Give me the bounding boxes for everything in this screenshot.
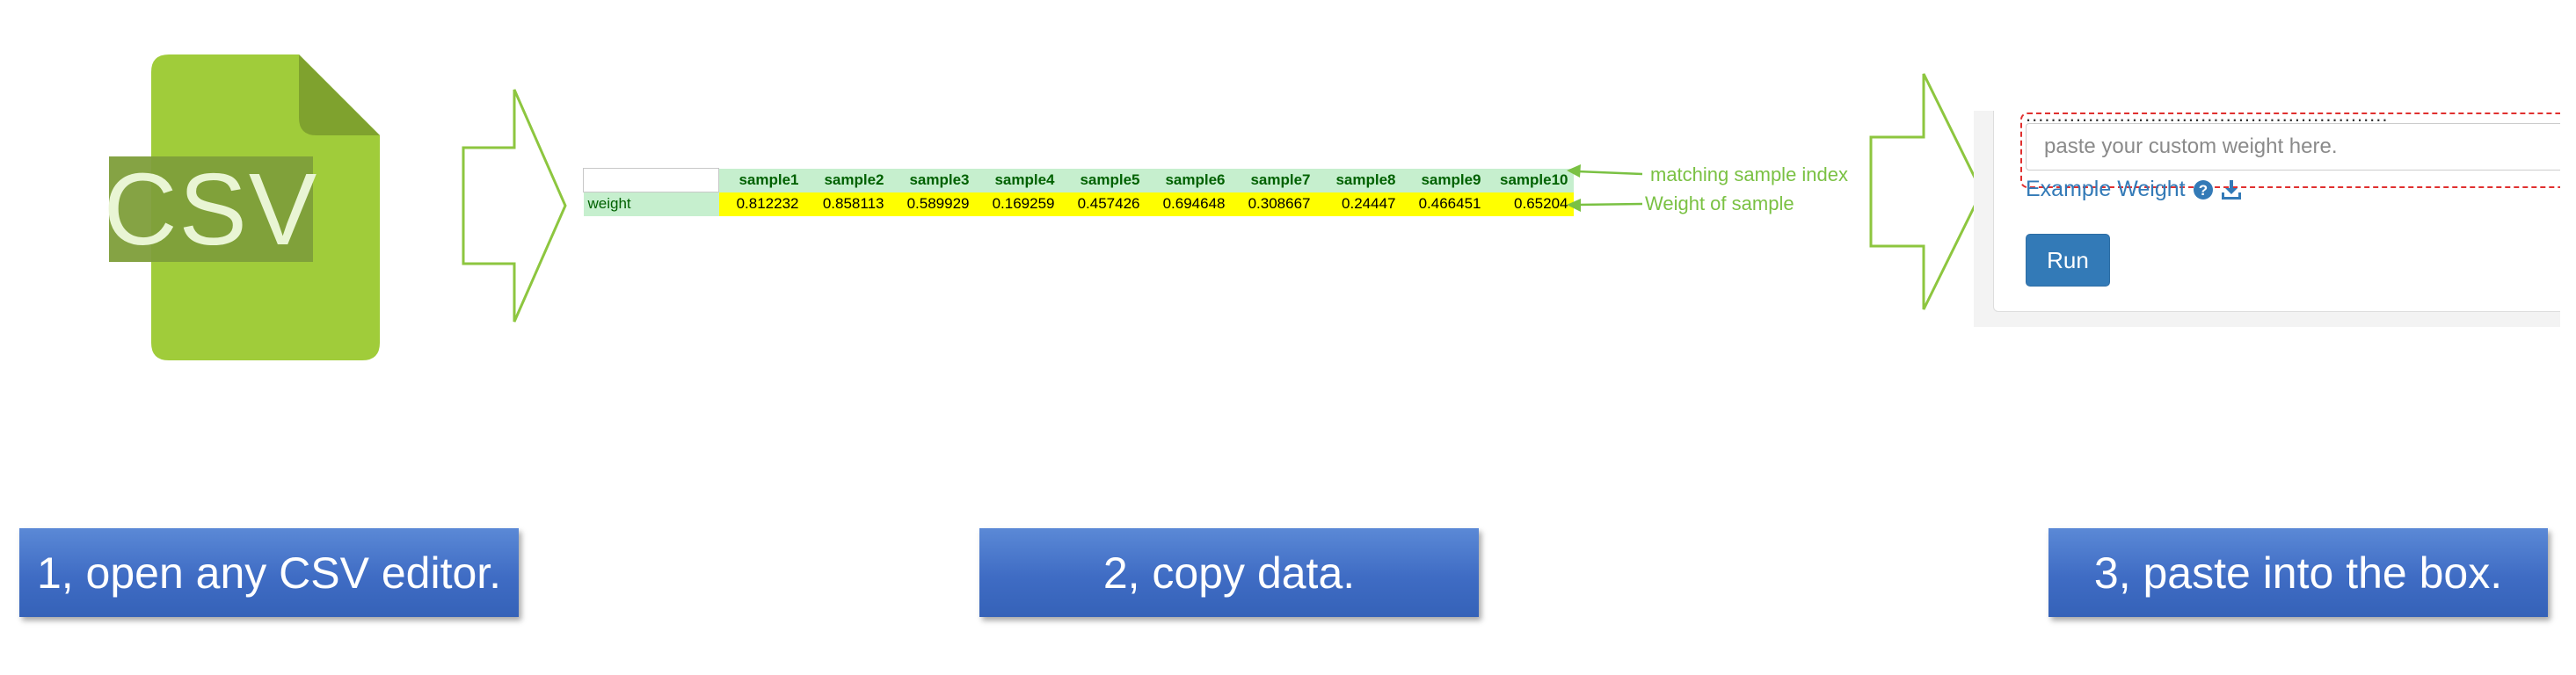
weight-cell: 0.858113 bbox=[804, 192, 890, 216]
annotation-weight: Weight of sample bbox=[1645, 192, 1794, 214]
step-2-banner: 2, copy data. bbox=[979, 528, 1479, 617]
column-header: sample4 bbox=[974, 168, 1060, 192]
column-header: sample5 bbox=[1059, 168, 1146, 192]
column-header: sample2 bbox=[804, 168, 890, 192]
form-panel: ........................................… bbox=[1993, 111, 2560, 312]
column-header: sample9 bbox=[1401, 168, 1487, 192]
arrow-right-icon bbox=[1869, 73, 1983, 310]
weight-cell: 0.169259 bbox=[974, 192, 1060, 216]
annotation-matching-index: matching sample index bbox=[1650, 163, 1849, 185]
corner-cell bbox=[583, 168, 719, 192]
svg-text:?: ? bbox=[2198, 182, 2207, 199]
download-icon[interactable] bbox=[2221, 179, 2242, 200]
row-label: weight bbox=[583, 192, 719, 216]
cropped-text: ........................................… bbox=[2026, 111, 2389, 126]
weight-cell: 0.65204 bbox=[1486, 192, 1574, 216]
weight-cell: 0.24447 bbox=[1315, 192, 1401, 216]
column-header: sample8 bbox=[1315, 168, 1401, 192]
annotation-arrows-icon bbox=[1567, 164, 1643, 212]
weight-cell: 0.466451 bbox=[1401, 192, 1487, 216]
weight-cell: 0.308667 bbox=[1230, 192, 1316, 216]
weight-cell: 0.694648 bbox=[1145, 192, 1231, 216]
column-header: sample3 bbox=[889, 168, 975, 192]
header-row: sample1 sample2 sample3 sample4 sample5 … bbox=[583, 168, 1574, 192]
weight-cell: 0.457426 bbox=[1059, 192, 1146, 216]
example-weight-link[interactable]: Example Weight bbox=[2026, 177, 2186, 201]
column-header: sample7 bbox=[1230, 168, 1316, 192]
csv-file-icon bbox=[109, 54, 380, 360]
custom-weight-input[interactable] bbox=[2026, 123, 2560, 171]
weight-cell: 0.589929 bbox=[889, 192, 975, 216]
weight-cell: 0.812232 bbox=[718, 192, 804, 216]
spreadsheet-table: sample1 sample2 sample3 sample4 sample5 … bbox=[583, 168, 1574, 216]
form-screenshot: ........................................… bbox=[1974, 111, 2560, 327]
weight-row: weight 0.812232 0.858113 0.589929 0.1692… bbox=[583, 192, 1574, 216]
question-circle-icon[interactable]: ? bbox=[2193, 179, 2214, 200]
step-1-banner: 1, open any CSV editor. bbox=[19, 528, 519, 617]
csv-label: CSV bbox=[103, 152, 319, 266]
example-weight-row: Example Weight ? bbox=[2026, 177, 2242, 202]
column-header: sample6 bbox=[1145, 168, 1231, 192]
run-button[interactable]: Run bbox=[2026, 234, 2110, 287]
column-header: sample10 bbox=[1486, 168, 1574, 192]
column-header: sample1 bbox=[718, 168, 804, 192]
step-3-banner: 3, paste into the box. bbox=[2048, 528, 2548, 617]
arrow-right-icon bbox=[462, 89, 567, 323]
